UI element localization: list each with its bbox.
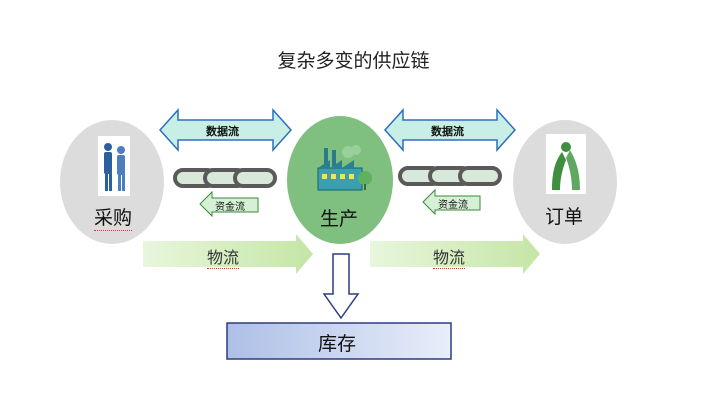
purchase-label: 采购 xyxy=(94,203,133,231)
handshake-icon xyxy=(546,134,586,194)
data-flow-right-arrow xyxy=(383,108,517,152)
production-to-inventory-arrow xyxy=(322,253,360,320)
capital-flow-right-arrow xyxy=(422,188,481,216)
logistics-right-arrow xyxy=(370,234,540,274)
data-flow-left-arrow xyxy=(158,108,293,152)
capital-flow-right-label: 资金流 xyxy=(438,200,468,211)
logistics-left-label: 物流 xyxy=(207,244,240,269)
inventory-node xyxy=(226,322,452,360)
order-label: 订单 xyxy=(545,206,584,228)
capital-flow-left-label: 资金流 xyxy=(215,202,245,213)
inventory-label: 库存 xyxy=(318,333,357,355)
production-label: 生产 xyxy=(320,208,359,230)
logistics-left-arrow xyxy=(143,234,313,274)
data-flow-right-label: 数据流 xyxy=(431,125,464,138)
chain-right-icon xyxy=(398,166,502,186)
business-people-icon xyxy=(98,136,130,196)
logistics-right-label: 物流 xyxy=(433,244,466,269)
chain-left-icon xyxy=(173,168,277,188)
data-flow-left-label: 数据流 xyxy=(206,125,239,138)
diagram-title: 复杂多变的供应链 xyxy=(277,50,430,72)
factory-icon xyxy=(317,145,372,191)
capital-flow-left-arrow xyxy=(199,190,259,218)
